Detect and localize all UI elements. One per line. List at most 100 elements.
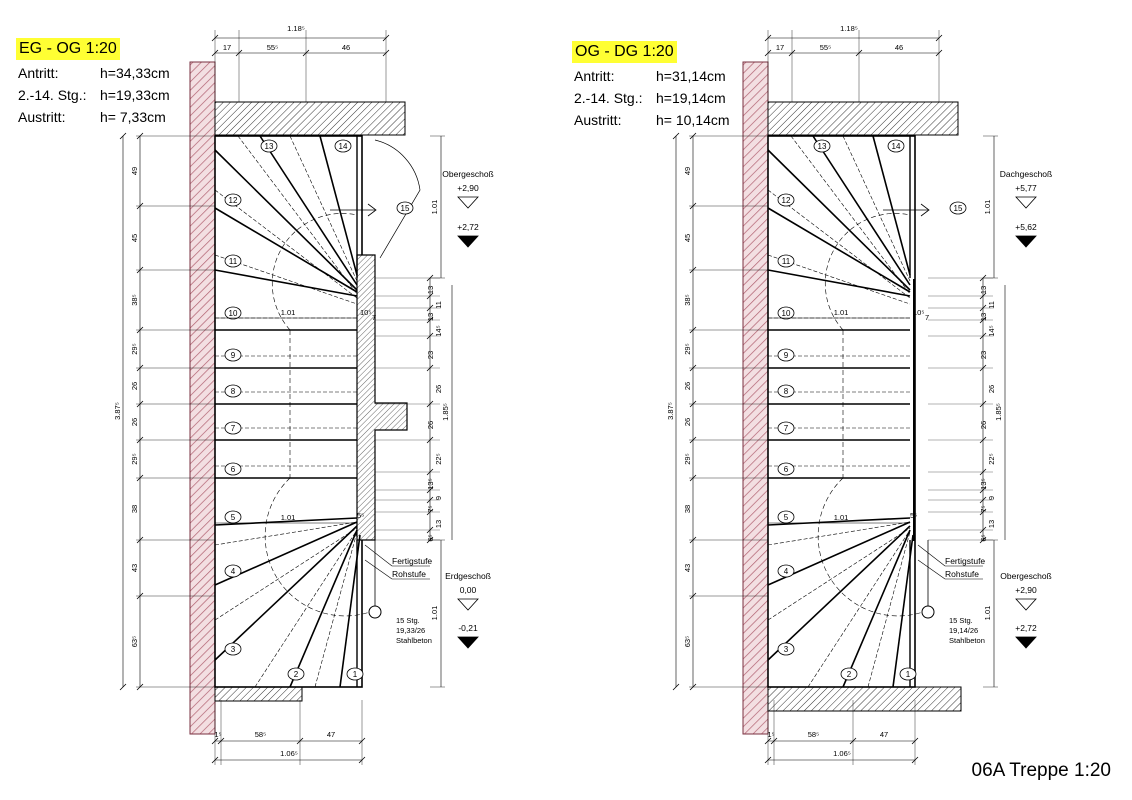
step-number-9: 9 [231,351,236,360]
right-inner-dim-5: 26 [434,385,443,393]
top-floor-slab [214,101,406,136]
upper-level-name: Dachgeschoß [1000,169,1052,179]
lower-winder-dashed-1 [767,527,911,621]
callout-fertigstufe: Fertigstufe [392,556,432,566]
upper-winder-4 [872,135,911,276]
left-title: EG - OG 1:20 [16,38,120,60]
step-number-7: 7 [231,424,236,433]
right-austritt-value: h= 10,14cm [656,112,730,128]
left-total-dim: 3.87⁵ [113,402,122,420]
step-number-6: 6 [231,465,236,474]
step-oval-4 [224,564,242,578]
inner-stringer-wall [356,254,408,541]
left-dim-0: 49 [130,167,139,175]
step-number-7: 7 [784,424,789,433]
top-floor-slab [767,101,959,136]
small-dim-2: 5⁵ [357,511,364,520]
step-number-10: 10 [782,309,791,318]
callout-fertigstufe-leader [917,544,946,567]
right-header-line-1: Antritt:h=31,14cm [574,68,726,84]
step-oval-6 [777,462,795,476]
upper-winder-1 [214,207,358,293]
small-dim-0: 10⁵ [360,308,371,317]
step-number-15: 15 [954,204,963,213]
bottom-dim-2: 47 [880,730,888,739]
left-dim-1: 45 [683,234,692,242]
left-total-dim: 3.87⁵ [666,402,675,420]
callout-fertigstufe-leader [364,544,393,567]
left-antritt-value: h=34,33cm [100,65,170,81]
spec-ratio: 19,14/26 [949,626,978,635]
arrow-head [367,203,377,217]
step-number-4: 4 [784,567,789,576]
step-number-8: 8 [784,387,789,396]
left-steps-label: 2.-14. Stg.: [18,87,87,103]
walking-line-lower [817,477,924,617]
right-inner-dim-0: 13 [979,286,988,294]
callout-rohstufe: Rohstufe [945,569,979,579]
step-number-12: 12 [782,196,791,205]
lower-level-finish: +2,90 [1015,585,1037,595]
right-antritt-label: Antritt: [574,68,615,84]
right-steps-value: h=19,14cm [656,90,726,106]
upper-winder-0 [214,269,358,297]
step-number-1: 1 [353,670,358,679]
right-inner-dim-10: 7⁵ [426,505,435,512]
lower-winder-2 [767,525,911,661]
inner-width-lower: 1.01 [281,513,296,522]
left-dim-7: 38 [130,505,139,513]
lower-winder-0 [767,517,911,526]
top-dim-2: 46 [895,43,903,52]
bottom-total-dim: 1.06⁵ [833,749,851,758]
left-dim-0: 49 [683,167,692,175]
lower-winder-dashed-3 [314,531,358,688]
right-inner-dim-10: 7⁵ [979,505,988,512]
inner-width-upper: 1.01 [281,308,296,317]
lower-winder-dashed-2 [254,529,358,688]
step-number-2: 2 [847,670,852,679]
left-dim-1: 45 [130,234,139,242]
spec-ratio: 19,33/26 [396,626,425,635]
left-dim-2: 38⁵ [683,294,692,305]
step-oval-14 [887,139,905,153]
step-number-10: 10 [229,309,238,318]
right-outer-dim-1: 1.85⁵ [441,403,450,421]
bottom-total-dim: 1.06⁵ [280,749,298,758]
step-number-9: 9 [784,351,789,360]
right-inner-dim-4: 23 [426,351,435,359]
spec-material: Stahlbeton [949,636,985,645]
lower-level-name: Obergeschoß [1000,571,1052,581]
left-total-tick-bottom [119,683,127,691]
left-dim-4: 26 [130,382,139,390]
step-number-13: 13 [818,142,827,151]
step-oval-14 [334,139,352,153]
upper-winder-1 [767,207,911,293]
top-dim-0: 17 [776,43,784,52]
upper-level-raw: +2,72 [457,222,479,232]
step-number-13: 13 [265,142,274,151]
step-oval-13 [260,139,278,153]
drawing-footer: 06A Treppe 1:20 [971,760,1111,781]
right-header: OG - DG 1:20 Antritt:h=31,14cm 2.-14. St… [572,41,754,131]
left-header-line-2: 2.-14. Stg.:h=19,33cm [18,87,170,103]
step-oval-2 [840,667,858,681]
right-title: OG - DG 1:20 [572,41,677,63]
upper-raw-triangle [1015,235,1037,248]
small-dim-1: 7 [925,313,929,322]
left-dim-4: 26 [683,382,692,390]
upper-winder-dashed-2 [790,135,911,295]
door-swing [374,139,421,259]
stair-outline [214,135,363,688]
step-oval-8 [777,384,795,398]
bottom-total-tick-left [764,756,772,764]
top-dim-1: 55⁵ [267,43,278,52]
right-inner-dim-4: 23 [979,351,988,359]
right-austritt-label: Austritt: [574,112,622,128]
upper-winder-3 [812,135,911,286]
left-dim-2: 38⁵ [130,294,139,305]
right-inner-dim-5: 26 [987,385,996,393]
top-dim-2: 46 [342,43,350,52]
lower-winder-3 [842,529,911,688]
step-number-11: 11 [229,257,238,266]
step-oval-3 [224,642,242,656]
